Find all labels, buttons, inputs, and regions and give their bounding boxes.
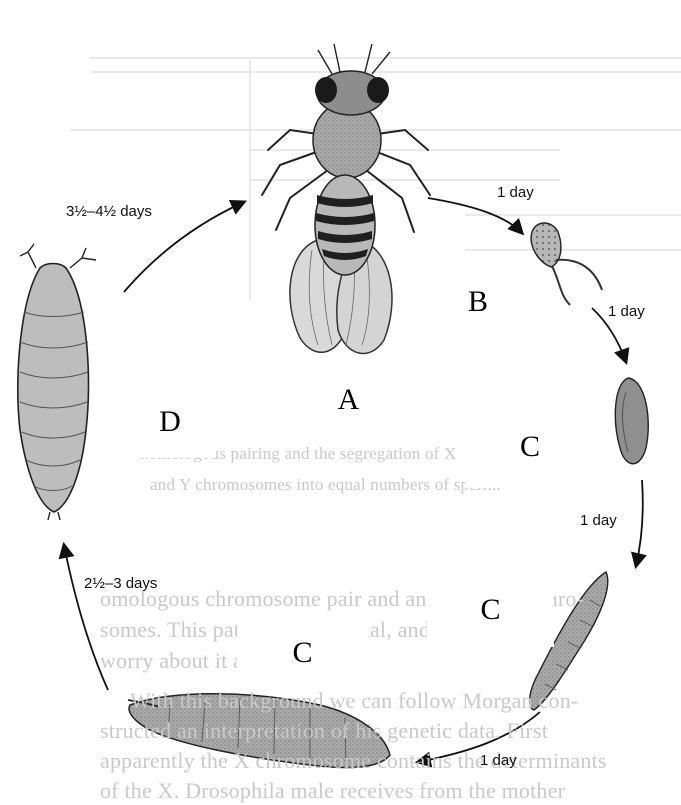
background-body-line-4: With this background we can follow Morga… [130,688,578,714]
pupa-illustration [18,244,96,520]
duration-larva1-to-larva2: 1 day [580,512,617,529]
label-text-third-larva: C [292,636,312,670]
label-text-pupa: D [159,405,181,439]
arrow-larva1-to-larva2 [636,480,643,566]
duration-pupa-to-adult: 3½–4½ days [66,203,152,220]
background-body-line-5: structed an interpretation of his geneti… [100,718,548,744]
egg-illustration [531,223,602,305]
first-instar-larva-illustration [615,378,648,464]
adult-fly-illustration [262,44,430,353]
label-box-second-larva: C [427,573,554,647]
duration-larva-to-pupa: 2½–3 days [84,575,157,592]
label-box-third-larva: C [237,617,368,689]
label-text-second-larva: C [480,593,500,627]
background-body-line-7: of the X. Drosophila male receives from … [100,778,565,804]
label-box-first-larva: C [466,406,594,488]
label-box-pupa: D [124,386,216,458]
background-caption-line-2: and Y chromosomes into equal numbers of … [150,475,501,495]
duration-larva2-to-larva3: 1 day [480,752,517,769]
duration-adult-to-egg: 1 day [497,184,534,201]
label-text-first-larva: C [520,430,540,464]
label-box-adult: A [292,364,405,436]
label-box-egg: B [431,266,525,337]
label-text-adult: A [338,383,360,417]
background-body-line-6: apparently the X chromosome contains the… [100,748,607,774]
label-text-egg: B [468,285,488,319]
duration-egg-to-larva1: 1 day [608,303,645,320]
